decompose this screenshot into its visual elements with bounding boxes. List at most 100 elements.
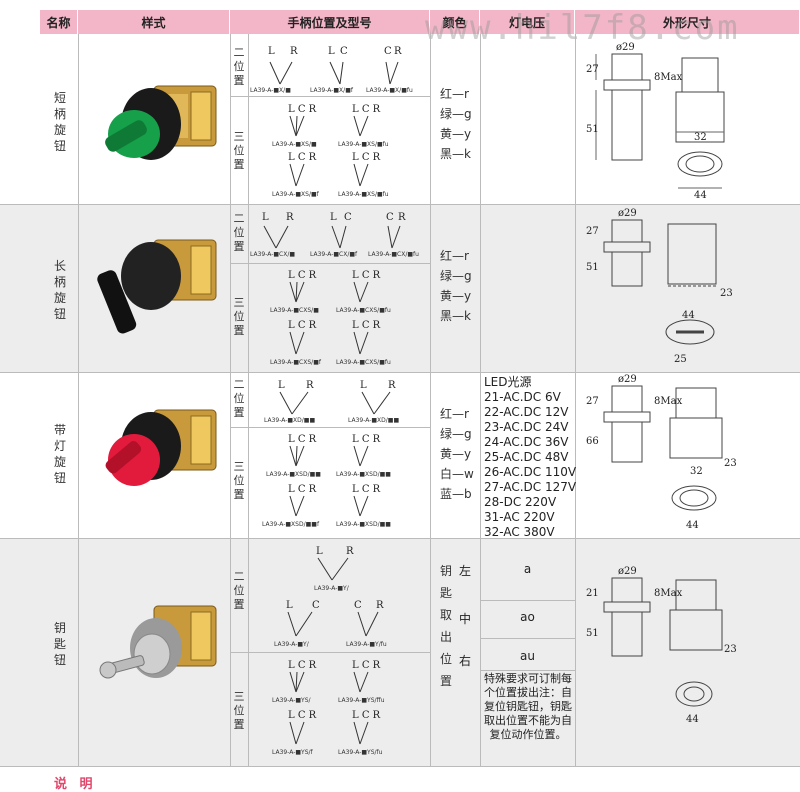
row-name-long-knob: 长柄旋钮 xyxy=(53,259,66,321)
key-code-ao: ao xyxy=(520,610,535,624)
voltage-list: LED光源 21-AC.DC 6V 22-AC.DC 12V 23-AC.DC … xyxy=(484,375,576,540)
svg-text:C: C xyxy=(312,600,320,611)
key-removal-label: 钥匙取出位置 xyxy=(439,564,452,688)
grid-line xyxy=(230,263,430,264)
position-label: 二位置 xyxy=(233,378,245,419)
dim-label: 23 xyxy=(724,644,737,655)
voltage-item: 31-AC 220V xyxy=(484,510,555,524)
svg-text:L C R: L C R xyxy=(288,320,317,331)
grid-line xyxy=(248,34,249,766)
row-name-key-knob: 钥匙钮 xyxy=(53,621,66,667)
code-label: LA39-A-■XS/■f xyxy=(272,191,320,198)
header-style: 样式 xyxy=(78,10,230,34)
grid-line xyxy=(480,600,575,601)
key-note: 特殊要求可订制每个位置拔出注：自复位钥匙钮，钥匙取出位置不能为自复位动作位置。 xyxy=(484,672,572,741)
dim-label: 25 xyxy=(674,354,687,365)
dim-label: 44 xyxy=(682,310,695,321)
switch-symbol: L C R L C R LA39-A-■CXS/■ LA39-A-■CXS/■f… xyxy=(250,266,428,368)
svg-text:L C R: L C R xyxy=(352,152,381,163)
color-item: 红—r xyxy=(440,87,469,101)
code-label: LA39-A-■Y/fu xyxy=(346,641,387,648)
footer-notes-heading: 说 明 xyxy=(54,777,97,792)
grid-line xyxy=(480,34,481,766)
code-label: LA39-A-■CXS/■ xyxy=(270,307,319,314)
key-pos-center: 中 xyxy=(458,612,471,626)
svg-text:L: L xyxy=(360,380,367,391)
code-label: LA39-A-■X/■f xyxy=(310,87,354,94)
svg-text:C: C xyxy=(340,46,348,57)
dim-label: 51 xyxy=(586,628,599,639)
dim-label: 27 xyxy=(586,64,599,75)
grid-line xyxy=(230,427,430,428)
grid-line xyxy=(480,638,575,639)
svg-text:L C R: L C R xyxy=(352,270,381,281)
svg-text:R: R xyxy=(286,212,294,223)
svg-text:C: C xyxy=(344,212,352,223)
color-list-row2: 红—r 绿—g 黄—y 黑—k xyxy=(440,246,472,326)
long-knob-photo xyxy=(96,230,220,346)
svg-text:R: R xyxy=(388,380,396,391)
position-label: 二位置 xyxy=(233,570,245,611)
svg-text:R: R xyxy=(398,212,406,223)
voltage-item: 28-DC 220V xyxy=(484,495,557,509)
voltage-item: 26-AC.DC 110V xyxy=(484,465,577,479)
key-pos-left: 左 xyxy=(458,564,471,578)
key-pos-right: 右 xyxy=(458,654,471,668)
svg-text:R: R xyxy=(394,46,402,57)
svg-text:L C R: L C R xyxy=(352,104,381,115)
svg-text:R: R xyxy=(346,546,354,557)
position-label: 二位置 xyxy=(233,212,245,253)
grid-line xyxy=(230,34,231,766)
key-code-au: au xyxy=(520,649,535,663)
svg-text:L C R: L C R xyxy=(352,710,381,721)
switch-symbol: L C R L C R LA39-A-■XSD/■■ LA39-A-■XSD/■… xyxy=(250,430,428,532)
header-name: 名称 xyxy=(40,10,78,34)
svg-text:L C R: L C R xyxy=(288,710,317,721)
switch-symbol: L C R L C R LA39-A-■YS/ LA39-A-■YS/ffu L… xyxy=(250,656,428,764)
header-color: 颜色 xyxy=(430,10,480,34)
svg-text:L C R: L C R xyxy=(352,434,381,445)
svg-text:L C R: L C R xyxy=(352,320,381,331)
svg-text:C: C xyxy=(386,212,394,223)
code-label: LA39-A-■YS/ xyxy=(272,697,312,704)
position-label: 三位置 xyxy=(233,690,245,731)
dim-label: ø29 xyxy=(618,566,637,577)
grid-line xyxy=(0,766,800,767)
svg-text:R: R xyxy=(306,380,314,391)
svg-text:L C R: L C R xyxy=(288,434,317,445)
dim-label: 27 xyxy=(586,396,599,407)
header-handle: 手柄位置及型号 xyxy=(230,10,430,34)
color-item: 白—w xyxy=(440,467,474,481)
grid-line xyxy=(430,34,431,766)
grid-line xyxy=(0,372,800,373)
voltage-item: 27-AC.DC 127V xyxy=(484,480,577,494)
color-item: 黑—k xyxy=(440,147,471,161)
code-label: LA39-A-■XS/■fu xyxy=(338,141,389,148)
svg-text:L C R: L C R xyxy=(288,484,317,495)
code-label: LA39-A-■Y/ xyxy=(274,641,310,648)
voltage-item: 25-AC.DC 48V xyxy=(484,450,569,464)
code-label: LA39-A-■YS/fu xyxy=(338,749,383,756)
code-label: LA39-A-■CX/■ xyxy=(250,251,295,258)
dim-label: 51 xyxy=(586,124,599,135)
color-item: 黄—y xyxy=(440,127,472,141)
code-label: LA39-A-■XSD/■■ xyxy=(336,471,391,478)
dim-label: 32 xyxy=(690,466,703,477)
color-item: 蓝—b xyxy=(440,487,472,501)
color-item: 红—r xyxy=(440,407,469,421)
dim-label: ø29 xyxy=(618,208,637,219)
header-dimensions: 外形尺寸 xyxy=(575,10,800,34)
color-item: 绿—g xyxy=(440,269,472,283)
svg-text:L C R: L C R xyxy=(352,484,381,495)
key-code-a: a xyxy=(523,562,532,576)
voltage-item: 23-AC.DC 24V xyxy=(484,420,569,434)
grid-line xyxy=(0,204,800,205)
svg-text:L C R: L C R xyxy=(288,152,317,163)
grid-line xyxy=(230,96,430,97)
dim-label: 8Max xyxy=(654,396,683,407)
code-label: LA39-A-■CXS/■f xyxy=(270,359,322,366)
dim-label: 44 xyxy=(686,520,699,531)
dim-label: 66 xyxy=(586,436,599,447)
